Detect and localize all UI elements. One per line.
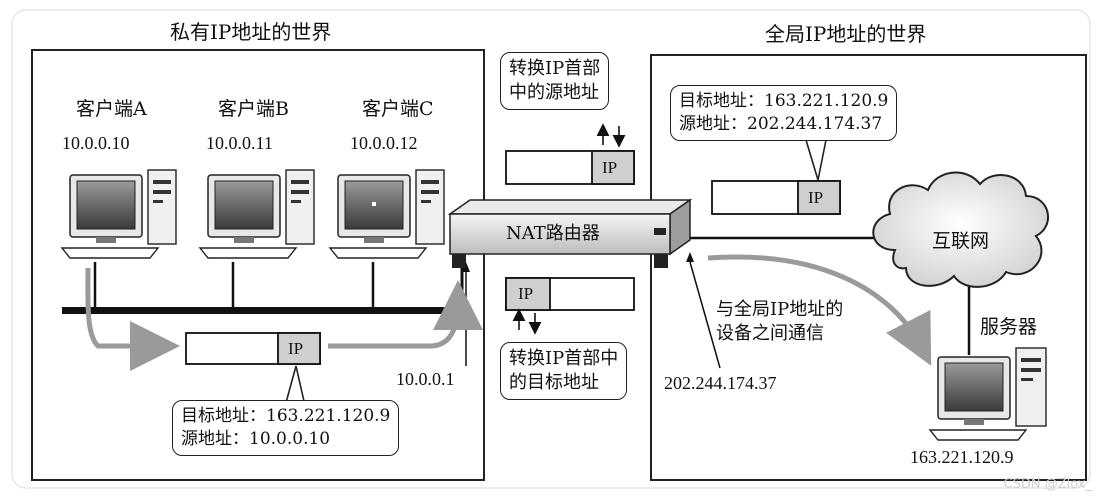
private-world-box: [31, 49, 485, 481]
packet-src-ip-label: IP: [602, 158, 618, 177]
callout-dst-convert: 转换IP首部中 的目标地址: [500, 342, 628, 400]
router-lan-ip: 10.0.0.1: [396, 369, 455, 389]
client-b-computer: [198, 169, 315, 259]
internet-cloud-shape: [872, 171, 1049, 288]
client-a-label: 客户端A: [76, 98, 147, 120]
callout-private-dst: 目标地址：163.221.120.9: [181, 406, 391, 426]
flow-arrow-1: [85, 267, 180, 371]
client-a-ip: 10.0.0.10: [62, 133, 130, 153]
callout-global-address: 目标地址：163.221.120.9 源地址：202.244.174.37: [670, 85, 898, 141]
callout-global-src: 源地址：202.244.174.37: [679, 114, 883, 134]
packet-global: [711, 180, 841, 215]
packet-private-ip-label: IP: [288, 339, 304, 358]
packet-src-converted: [505, 150, 635, 185]
callout-src-convert-line2: 中的源地址: [509, 82, 599, 103]
callout-tail-global: [805, 139, 827, 181]
client-c-label: 客户端C: [362, 98, 434, 120]
flow-arrow-3: [707, 254, 932, 366]
callout-src-convert-line1: 转换IP首部: [509, 58, 601, 79]
client-b-ip: 10.0.0.11: [206, 133, 273, 153]
global-world-box: [650, 54, 1087, 481]
lan-bus: [62, 307, 462, 314]
packet-dst-ip-label: IP: [518, 284, 534, 303]
communicate-line2: 设备之间通信: [716, 323, 824, 344]
server-label: 服务器: [980, 316, 1038, 338]
client-b-label: 客户端B: [218, 98, 289, 120]
callout-dst-convert-line2: 的目标地址: [509, 372, 599, 393]
internet-label: 互联网: [932, 230, 990, 252]
outer-frame: [11, 9, 1091, 489]
callout-src-convert: 转换IP首部 中的源地址: [500, 52, 610, 110]
callout-private-address: 目标地址：163.221.120.9 源地址：10.0.0.10: [172, 400, 400, 456]
packet-private: [185, 332, 321, 365]
communicate-line1: 与全局IP地址的: [716, 299, 844, 320]
callout-global-dst: 目标地址：163.221.120.9: [679, 91, 889, 111]
nat-router-label: NAT路由器: [506, 223, 600, 244]
watermark: CSDN @Zlox_: [1003, 477, 1092, 492]
callout-tail-private: [283, 365, 307, 411]
communicate-note: 与全局IP地址的 设备之间通信: [716, 298, 843, 346]
global-world-title: 全局IP地址的世界: [765, 22, 927, 46]
client-c-computer: [328, 169, 445, 259]
packet-dst-converted: [505, 277, 635, 311]
flow-arrow-2: [328, 280, 483, 349]
router-wan-ip: 202.244.174.37: [664, 373, 777, 393]
private-world-title: 私有IP地址的世界: [170, 20, 332, 44]
server-computer: [928, 347, 1047, 441]
callout-dst-convert-line1: 转换IP首部中: [509, 348, 619, 369]
callout-private-src: 源地址：10.0.0.10: [181, 429, 331, 449]
client-a-computer: [60, 169, 177, 259]
server-ip: 163.221.120.9: [910, 447, 1014, 467]
nat-router-shape: [447, 198, 693, 268]
packet-global-ip-label: IP: [808, 188, 824, 207]
client-c-ip: 10.0.0.12: [350, 133, 418, 153]
